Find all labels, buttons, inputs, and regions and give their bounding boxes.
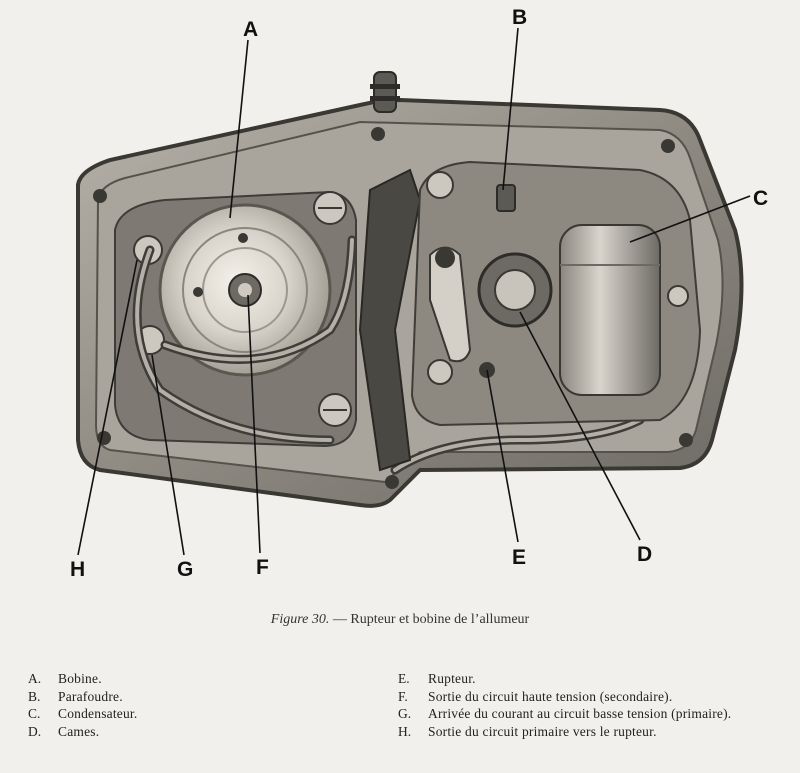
arrester-icon [496,184,516,212]
legend-text: Bobine. [58,671,102,686]
legend-text: Parafoudre. [58,688,123,704]
figure-photo: A B C D E F G H [70,6,768,581]
condenser-icon [559,224,661,396]
callout-a: A [243,18,258,41]
legend-key: G. [398,706,412,721]
legend-item: G. Arrivée du courant au circuit basse t… [398,705,778,723]
callout-e: E [512,546,526,569]
legend-key: A. [28,671,42,686]
mounting-holes [93,127,693,489]
coil-compartment [114,190,357,448]
legend-text: Sortie du circuit haute tension (seconda… [428,688,673,704]
screw-icon [426,171,454,199]
callout-f: F [256,556,269,579]
distributor-illustration: A B C D E F G H [70,6,768,581]
figure-caption: Figure 30. — Rupteur et bobine de l’allu… [0,612,800,628]
figure-label: Figure 30. [270,612,330,627]
legend-key: F. [398,688,408,704]
legend-key: B. [28,688,41,704]
wires [132,235,645,475]
legend-item: F. Sortie du circuit haute tension (seco… [398,688,778,706]
callout-h: H [70,558,85,581]
legend-key: E. [398,671,410,686]
legend-item: E. Rupteur. [398,670,778,688]
legend-item: H. Sortie du circuit primaire vers le ru… [398,723,778,741]
legend-text: Cames. [58,723,100,739]
terminal-knob [370,71,400,113]
breaker-compartment [410,160,702,427]
legend-left: A. Bobine. B. Parafoudre. C. Condensateu… [28,670,328,740]
legend-text: Arrivée du courant au circuit basse tens… [428,706,732,721]
callout-lines [77,27,751,556]
callout-d: D [637,543,652,566]
callout-b: B [512,6,527,29]
legend-item: D. Cames. [28,723,328,741]
legend-right: E. Rupteur. F. Sortie du circuit haute t… [398,670,778,740]
callout-c: C [753,187,768,210]
callout-g: G [177,558,193,581]
legend-key: D. [28,723,42,739]
legend-item: B. Parafoudre. [28,688,328,706]
legend-item: C. Condensateur. [28,705,328,723]
legend-text: Rupteur. [428,671,476,686]
breaker-arm-icon [429,246,472,363]
figure-title: — Rupteur et bobine de l’allumeur [332,612,530,627]
divider [358,168,422,472]
screw-icon [427,359,453,385]
legend-item: A. Bobine. [28,670,328,688]
legend-text: Condensateur. [58,706,138,721]
legend-text: Sortie du circuit primaire vers le rupte… [428,723,657,739]
legend-key: H. [398,723,412,739]
legend-key: C. [28,706,41,721]
